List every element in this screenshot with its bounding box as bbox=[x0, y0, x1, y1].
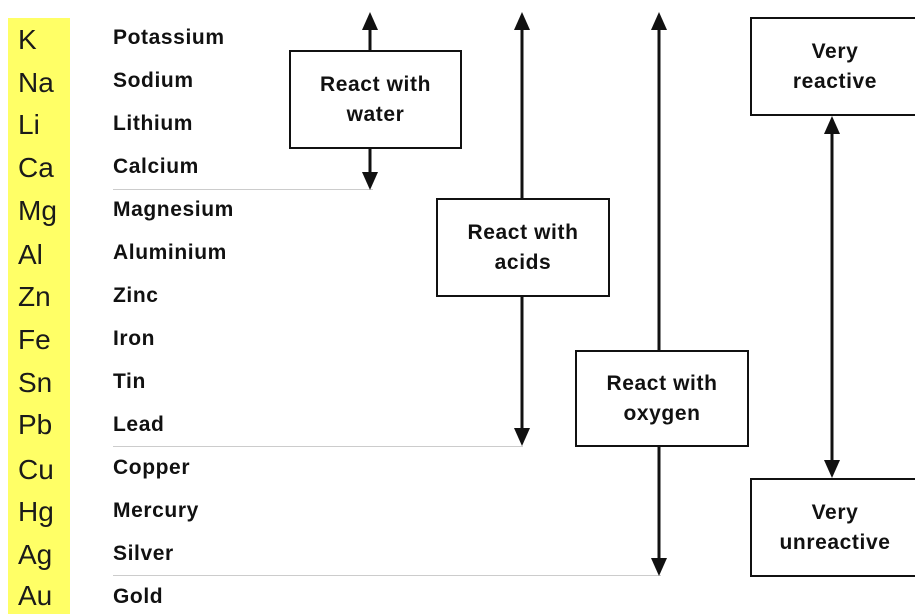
divider-acids bbox=[113, 446, 523, 447]
divider-oxygen bbox=[113, 575, 661, 576]
element-symbol: Ag bbox=[18, 539, 53, 570]
element-name: Iron bbox=[113, 327, 156, 350]
very-reactive-label: Very reactive bbox=[792, 39, 878, 93]
element-name: Lead bbox=[113, 413, 165, 436]
element-symbol: Hg bbox=[18, 496, 54, 527]
element-name: Magnesium bbox=[113, 198, 234, 221]
element-symbol: Pb bbox=[18, 409, 53, 440]
react-with-water-label: React with water bbox=[319, 72, 432, 126]
element-symbol: K bbox=[18, 24, 37, 55]
element-name: Sodium bbox=[113, 69, 194, 92]
element-symbol: Au bbox=[18, 580, 53, 611]
element-name: Silver bbox=[113, 542, 174, 565]
element-symbol: Al bbox=[18, 239, 43, 270]
element-name: Potassium bbox=[113, 26, 225, 49]
element-symbol: Na bbox=[18, 67, 54, 98]
oxygen-arrow-head-up bbox=[651, 12, 667, 30]
symbol-column bbox=[8, 18, 70, 614]
very-reactive-box: Very reactive bbox=[750, 17, 915, 116]
element-name: Lithium bbox=[113, 112, 194, 135]
water-arrow-head-down bbox=[362, 172, 378, 190]
react-with-oxygen-label: React with oxygen bbox=[606, 371, 718, 425]
element-name: Copper bbox=[113, 456, 191, 479]
element-symbol: Ca bbox=[18, 152, 54, 183]
element-symbol: Li bbox=[18, 109, 40, 140]
acids-arrow-head-up bbox=[514, 12, 530, 30]
element-name: Zinc bbox=[113, 284, 159, 307]
react-with-acids-box: React with acids bbox=[436, 198, 610, 297]
react-with-acids-label: React with acids bbox=[467, 220, 579, 274]
divider-water bbox=[113, 189, 373, 190]
element-symbol: Zn bbox=[18, 281, 51, 312]
element-name: Mercury bbox=[113, 499, 199, 522]
element-name: Gold bbox=[113, 585, 164, 608]
element-symbol: Sn bbox=[18, 367, 53, 398]
reactivity-arrow-head-up bbox=[824, 116, 840, 134]
element-name: Aluminium bbox=[113, 241, 227, 264]
reactivity-arrow-head-down bbox=[824, 460, 840, 478]
element-symbol: Mg bbox=[18, 195, 57, 226]
oxygen-arrow-head-down bbox=[651, 558, 667, 576]
very-unreactive-box: Very unreactive bbox=[750, 478, 915, 577]
element-symbol: Fe bbox=[18, 324, 51, 355]
element-name: Calcium bbox=[113, 155, 199, 178]
very-unreactive-label: Very unreactive bbox=[779, 500, 891, 554]
element-name: Tin bbox=[113, 370, 146, 393]
react-with-oxygen-box: React with oxygen bbox=[575, 350, 749, 447]
react-with-water-box: React with water bbox=[289, 50, 462, 149]
water-arrow-head-up bbox=[362, 12, 378, 30]
element-symbol: Cu bbox=[18, 454, 54, 485]
acids-arrow-head-down bbox=[514, 428, 530, 446]
